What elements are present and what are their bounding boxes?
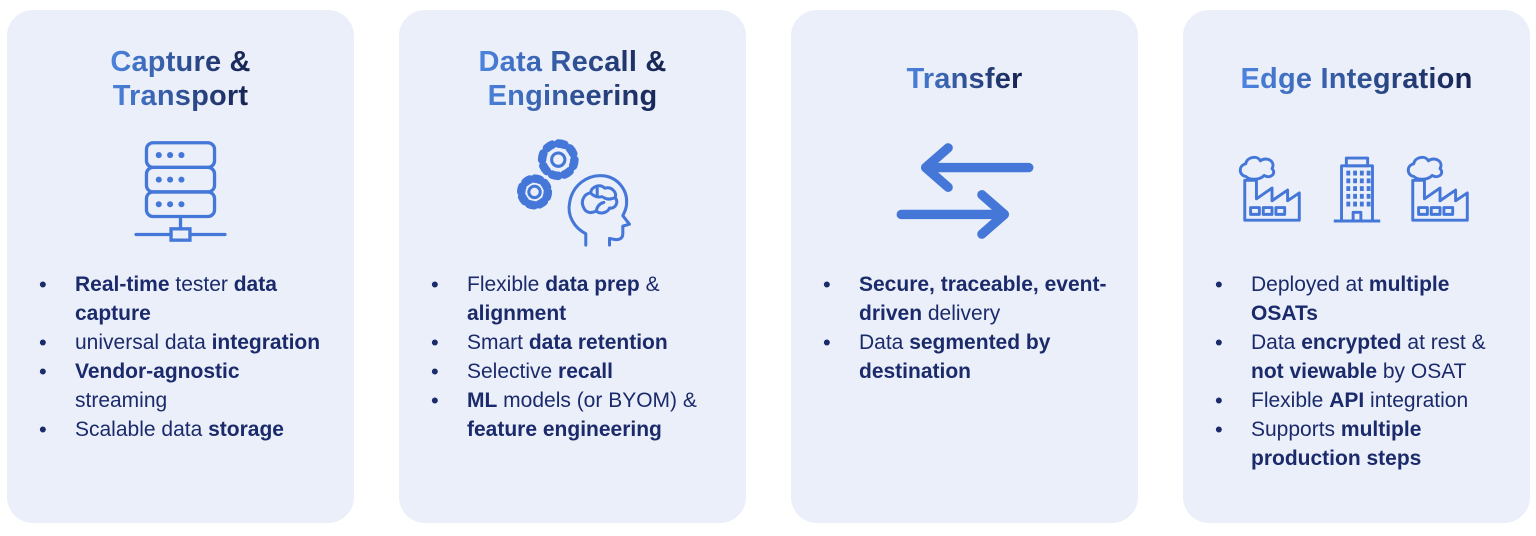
- feature-card-data-recall-engineering: Data Recall &Engineering • Flexible data …: [399, 10, 746, 523]
- bullet-item: • Supports multiple production steps: [1211, 415, 1502, 473]
- bullet-dot: •: [1215, 417, 1223, 442]
- bullet-text: Real-time tester data capture: [75, 273, 277, 325]
- bullet-text: Secure, traceable, event-driven delivery: [859, 273, 1107, 325]
- bullet-text: Supports multiple production steps: [1251, 418, 1422, 470]
- card-title-line: Edge Integration: [1240, 62, 1473, 95]
- bullet-dot: •: [39, 272, 47, 297]
- factory-icon: [1235, 154, 1311, 228]
- card-title: Data Recall &Engineering: [479, 40, 667, 118]
- bullet-dot: •: [431, 359, 439, 384]
- bullet-item: • ML models (or BYOM) & feature engineeri…: [427, 386, 718, 444]
- bullet-dot: •: [823, 272, 831, 297]
- feature-card-capture-transport: Capture &Transport • Real-time tester dat…: [7, 10, 354, 523]
- bullet-text: Data encrypted at rest & not viewable by…: [1251, 331, 1486, 383]
- bullet-dot: •: [823, 330, 831, 355]
- bullet-item: • Data segmented by destination: [819, 328, 1110, 386]
- feature-cards-row: Capture &Transport • Real-time tester dat…: [7, 10, 1530, 523]
- bullet-item: • Deployed at multiple OSATs: [1211, 270, 1502, 328]
- card-bullet-list: • Deployed at multiple OSATs • Data encrypt…: [1211, 270, 1502, 473]
- bullet-text: Scalable data storage: [75, 418, 284, 441]
- bullet-dot: •: [1215, 388, 1223, 413]
- feature-card-edge-integration: Edge Integration • Deployed at multiple O…: [1183, 10, 1530, 523]
- bullet-dot: •: [39, 417, 47, 442]
- card-title-line: Capture &: [110, 45, 251, 78]
- bullet-item: • Smart data retention: [427, 328, 718, 357]
- bullet-item: • Data encrypted at rest & not viewable b…: [1211, 328, 1502, 386]
- card-icons: [427, 118, 718, 264]
- card-bullet-list: • Flexible data prep & alignment • Smart da…: [427, 270, 718, 444]
- bullet-text: Vendor-agnostic streaming: [75, 360, 240, 412]
- card-title-line: Data Recall &: [478, 45, 667, 78]
- bullet-item: • universal data integration: [35, 328, 326, 357]
- bullet-item: • Scalable data storage: [35, 415, 326, 444]
- card-bullet-list: • Real-time tester data capture • universal…: [35, 270, 326, 444]
- bullet-dot: •: [39, 330, 47, 355]
- bullet-text: Deployed at multiple OSATs: [1251, 273, 1450, 325]
- card-icons: [35, 118, 326, 264]
- bullet-dot: •: [1215, 330, 1223, 355]
- bullet-dot: •: [1215, 272, 1223, 297]
- card-title: Capture &Transport: [110, 40, 250, 118]
- bullet-text: universal data integration: [75, 331, 321, 354]
- bullet-dot: •: [431, 388, 439, 413]
- card-title-line: Transport: [112, 80, 249, 112]
- card-title-line: Engineering: [487, 80, 658, 112]
- bullet-text: Flexible data prep & alignment: [467, 273, 660, 325]
- factory-icon: [1403, 154, 1479, 228]
- bullet-text: Flexible API integration: [1251, 389, 1469, 412]
- bullet-item: • Real-time tester data capture: [35, 270, 326, 328]
- transfer-arrows-icon: [890, 141, 1040, 241]
- bullet-item: • Flexible data prep & alignment: [427, 270, 718, 328]
- bullet-item: • Secure, traceable, event-driven deliver…: [819, 270, 1110, 328]
- bullet-dot: •: [431, 330, 439, 355]
- server-network-icon: [133, 139, 228, 243]
- card-title-line: Transfer: [906, 62, 1023, 95]
- bullet-item: • Selective recall: [427, 357, 718, 386]
- card-icons: [819, 118, 1110, 264]
- card-title: Transfer: [906, 40, 1022, 118]
- bullet-text: Data segmented by destination: [859, 331, 1051, 383]
- card-icons: [1211, 118, 1502, 264]
- bullet-text: ML models (or BYOM) & feature engineerin…: [467, 389, 697, 441]
- feature-card-transfer: Transfer • Secure, traceable, event-drive…: [791, 10, 1138, 523]
- bullet-text: Smart data retention: [467, 331, 668, 354]
- office-building-icon: [1327, 153, 1387, 229]
- bullet-dot: •: [431, 272, 439, 297]
- card-title: Edge Integration: [1241, 40, 1473, 118]
- bullet-item: • Flexible API integration: [1211, 386, 1502, 415]
- bullet-text: Selective recall: [467, 360, 613, 383]
- card-bullet-list: • Secure, traceable, event-driven deliver…: [819, 270, 1110, 386]
- bullet-dot: •: [39, 359, 47, 384]
- bullet-item: • Vendor-agnostic streaming: [35, 357, 326, 415]
- gears-brain-icon: [510, 135, 635, 247]
